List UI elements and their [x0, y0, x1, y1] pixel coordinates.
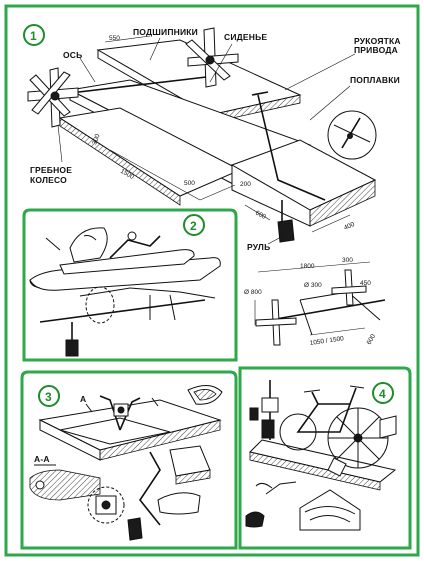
bicycle-frame	[279, 385, 365, 451]
svg-text:200: 200	[240, 181, 251, 188]
svg-text:300: 300	[91, 133, 101, 146]
svg-text:Ø 800: Ø 800	[244, 289, 262, 296]
label-axle: ОСЬ	[63, 50, 82, 60]
section-a-a	[29, 469, 101, 501]
svg-text:600: 600	[366, 333, 378, 346]
drive-handle	[257, 94, 326, 201]
figure-2-drawing: 1800 300 Ø 800 Ø 300 1050 / 1500 450 600	[29, 227, 386, 357]
figure-number-3: 3	[38, 385, 60, 407]
label-paddle-wheel-1: ГРЕБНОЕ	[30, 165, 72, 175]
mount-bracket	[299, 489, 361, 531]
svg-text:400: 400	[343, 221, 356, 232]
figure-1-boat-drawing: 550 1500 500 200 600 400 300	[27, 27, 377, 245]
panel-frames	[4, 4, 420, 557]
figure-number-4: 4	[372, 382, 394, 404]
svg-text:2: 2	[190, 219, 197, 233]
label-rudder: РУЛЬ	[247, 242, 270, 252]
svg-text:600: 600	[254, 210, 267, 221]
label-drive-handle-2: ПРИВОДА	[354, 45, 398, 55]
clamp-detail	[249, 380, 279, 440]
figure-number-2: 2	[183, 214, 205, 236]
svg-text:1800: 1800	[300, 263, 315, 270]
paddle-wheel	[327, 407, 397, 477]
paddle-wheel-left	[27, 67, 79, 128]
svg-text:1: 1	[30, 29, 37, 43]
panel-4-frame	[238, 366, 412, 550]
paddle-wheel-right	[185, 27, 239, 88]
label-drive-handle-1: РУКОЯТКА	[354, 36, 401, 46]
label-paddle-wheel-2: КОЛЕСО	[30, 175, 67, 185]
figure-4-drawing	[245, 380, 397, 531]
svg-text:450: 450	[360, 280, 371, 287]
label-floats: ПОПЛАВКИ	[350, 75, 400, 85]
figure-number-1: 1	[23, 24, 45, 46]
svg-text:550: 550	[109, 35, 120, 42]
ski-hull	[29, 257, 221, 291]
svg-text:1050 / 1500: 1050 / 1500	[309, 335, 344, 347]
svg-text:3: 3	[45, 390, 52, 404]
cut-mark-a: А	[80, 394, 86, 404]
panel-3-frame	[20, 370, 238, 550]
front-shield	[69, 227, 108, 263]
section-label: А-А	[34, 454, 50, 464]
svg-text:500: 500	[184, 180, 195, 187]
svg-text:4: 4	[379, 387, 386, 401]
outer-frame	[4, 4, 420, 557]
svg-text:300: 300	[342, 257, 353, 264]
drive-shaft-diagram	[39, 286, 216, 357]
propulsion-schematic	[254, 261, 386, 346]
drive-detail-inset	[327, 110, 377, 160]
label-bearings: ПОДШИПНИКИ	[133, 27, 198, 37]
figure-3-drawing: А А-А	[29, 385, 223, 541]
bearing-detail	[87, 486, 125, 524]
label-seat: СИДЕНЬЕ	[224, 32, 267, 42]
svg-text:Ø 300: Ø 300	[304, 282, 322, 289]
